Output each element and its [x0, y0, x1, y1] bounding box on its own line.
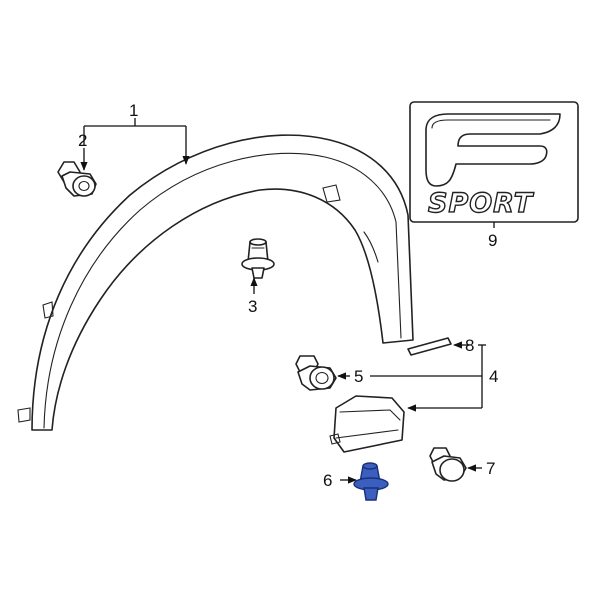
callout-3: 3: [248, 297, 257, 316]
callout-6: 6: [323, 471, 332, 490]
clip-part-2[interactable]: [57, 161, 97, 197]
clip-part-7[interactable]: [429, 447, 467, 482]
callout-5: 5: [354, 367, 363, 386]
emblem-part-9[interactable]: SPORT: [409, 101, 579, 223]
callout-7: 7: [486, 459, 495, 478]
pin-shank: [363, 487, 379, 501]
wheel-arch-flare[interactable]: [17, 134, 414, 431]
callouts: 1 2 3 4 5 6 7 8 9: [78, 101, 498, 490]
emblem-sport-text: SPORT: [428, 188, 535, 219]
adhesive-strip-part-8[interactable]: [407, 337, 452, 356]
callout-4: 4: [489, 367, 498, 386]
callout-8: 8: [465, 336, 474, 355]
pin-top: [362, 462, 378, 470]
push-pin-part-3[interactable]: [241, 238, 275, 279]
callout-9: 9: [488, 231, 497, 250]
callout-2: 2: [78, 131, 87, 150]
bracket-part-4[interactable]: [329, 395, 405, 453]
leader-lines: [80, 118, 495, 484]
callout-1: 1: [129, 101, 138, 120]
push-pin-part-6-highlighted[interactable]: [353, 462, 389, 501]
clip-part-5[interactable]: [295, 355, 337, 391]
